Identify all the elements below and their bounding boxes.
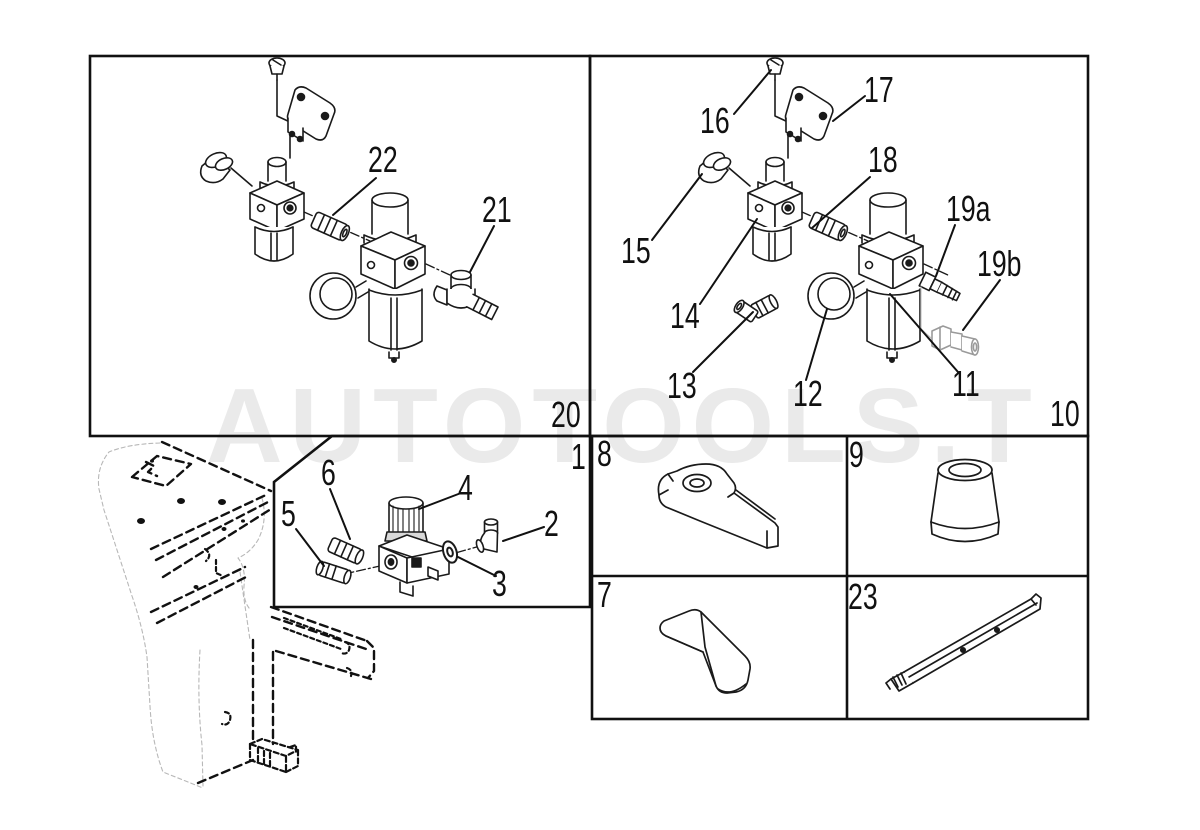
barb-fitting-19a-drawing [918, 271, 961, 302]
cell-number-9: 9 [849, 434, 864, 475]
cell-number-7: 7 [597, 574, 612, 615]
callout-13: 13 [667, 365, 697, 406]
parts-grid-border [590, 434, 1090, 721]
callout-15: 15 [621, 230, 651, 271]
callout-4: 4 [458, 467, 473, 508]
callout-17: 17 [864, 69, 894, 110]
callout-12: 12 [793, 373, 823, 414]
cone-nozzle-part-drawing [930, 458, 1000, 543]
callout-leader-lines [295, 69, 1001, 577]
panel-number-10: 10 [1050, 393, 1080, 434]
frl-assembly-right-drawing [697, 57, 980, 363]
panel-number-20: 20 [551, 394, 581, 435]
callout-21: 21 [482, 189, 512, 230]
callout-14: 14 [670, 295, 700, 336]
callout-22: 22 [368, 139, 398, 180]
callout-2: 2 [544, 503, 559, 544]
lever-part-drawing [657, 463, 779, 549]
callout-5: 5 [281, 493, 296, 534]
cell-number-8: 8 [597, 433, 612, 474]
panel-number-1: 1 [571, 436, 586, 477]
callout-18: 18 [868, 139, 898, 180]
cell-number-23: 23 [848, 576, 878, 617]
rail-part-drawing [885, 593, 1042, 692]
callout-6: 6 [321, 452, 336, 493]
callout-3: 3 [492, 563, 507, 604]
tee-fitting-drawing [433, 269, 499, 321]
callout-11: 11 [952, 363, 980, 404]
elbow-fitting-13-drawing [733, 294, 779, 323]
panel-regulator-border [272, 434, 592, 609]
panel-assembly-left-border [88, 54, 592, 438]
machine-frame-phantom-drawing [97, 440, 376, 789]
quick-coupler-19b-drawing [931, 325, 980, 356]
callout-19b: 19b [977, 243, 1022, 284]
callout-16: 16 [700, 100, 730, 141]
callout-19a: 19a [946, 188, 991, 229]
bent-handle-part-drawing [659, 608, 751, 694]
watermark-text: AUTOTOOLS.T [206, 367, 1039, 485]
frl-assembly-left-drawing [199, 57, 499, 363]
regulator-assembly-drawing [315, 496, 499, 597]
